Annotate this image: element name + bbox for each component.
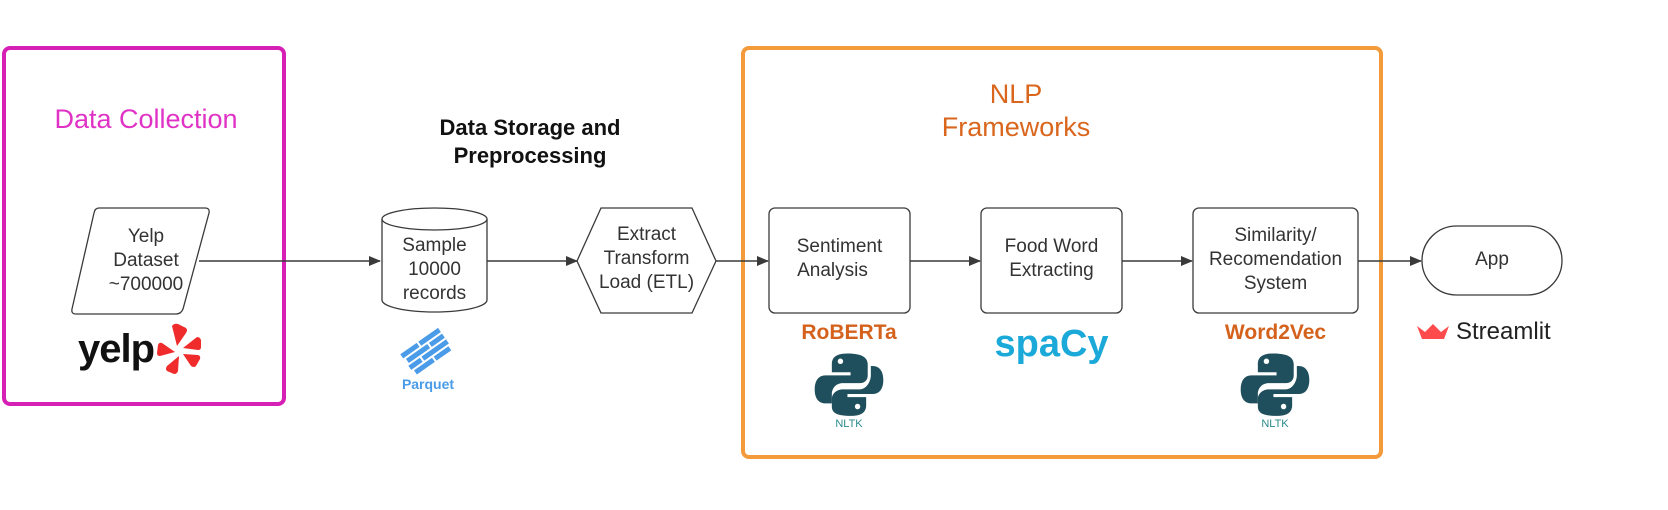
- app-label: App: [1475, 249, 1509, 270]
- nlp-frameworks-title: NLP Frameworks: [866, 78, 1166, 144]
- etl-line2: Transform: [603, 248, 690, 269]
- parquet-icon: [400, 327, 452, 375]
- similarity-system-shape: [1192, 207, 1359, 314]
- data-collection-title: Data Collection: [54, 104, 238, 134]
- sentiment-line1: Sentiment: [796, 236, 883, 257]
- sample-line3: records: [402, 283, 467, 304]
- spacy-logo-text: spaCy: [994, 323, 1109, 365]
- nlp-title-line1: NLP: [989, 79, 1043, 109]
- food-word-label: Food Word Extracting: [981, 235, 1122, 283]
- yelp-burst-icon: [157, 323, 201, 374]
- yelp-dataset-line3: ~700000: [108, 274, 184, 295]
- roberta-label: RoBERTa: [801, 321, 897, 344]
- etl-label: Extract Transform Load (ETL): [577, 223, 716, 295]
- sample-records-shape: [381, 207, 488, 313]
- streamlit-crown-icon: [1417, 324, 1449, 339]
- yelp-dataset-label: Yelp Dataset ~700000: [80, 225, 212, 297]
- similarity-label: Similarity/ Recomendation System: [1193, 224, 1358, 296]
- storage-title-line2: Preprocessing: [453, 143, 607, 168]
- sentiment-analysis-label: Sentiment Analysis: [769, 235, 910, 283]
- similarity-line3: System: [1243, 273, 1308, 294]
- sentiment-line2: Analysis: [797, 260, 868, 281]
- data-collection-frame: [2, 46, 286, 406]
- sentiment-analysis-shape: [768, 207, 911, 314]
- yelp-dataset-line2: Dataset: [113, 250, 179, 271]
- yelp-logo-text: yelp: [78, 327, 155, 371]
- streamlit-logo-text: Streamlit: [1456, 318, 1551, 345]
- etl-shape: [576, 207, 717, 314]
- yelp-dataset-shape: [71, 207, 210, 315]
- food-word-extracting-shape: [980, 207, 1123, 314]
- nltk-label-2: NLTK: [1261, 418, 1289, 430]
- nlp-frameworks-frame: [741, 46, 1383, 459]
- similarity-line2: Recomendation: [1208, 249, 1343, 270]
- food-word-line1: Food Word: [1004, 236, 1099, 257]
- nlp-title-line2: Frameworks: [941, 112, 1091, 142]
- nltk-label-1: NLTK: [835, 418, 863, 430]
- etl-line3: Load (ETL): [598, 272, 695, 293]
- food-word-line2: Extracting: [1009, 260, 1094, 281]
- storage-title: Data Storage and Preprocessing: [380, 114, 680, 170]
- storage-title-line1: Data Storage and: [439, 115, 621, 140]
- sample-records-label: Sample 10000 records: [382, 234, 487, 306]
- app-shape: [1421, 225, 1563, 296]
- sample-line2: 10000: [408, 259, 461, 280]
- etl-line1: Extract: [616, 224, 677, 245]
- yelp-dataset-line1: Yelp: [127, 226, 165, 247]
- python-icon: [814, 353, 884, 416]
- similarity-line1: Similarity/: [1234, 225, 1317, 246]
- sample-line1: Sample: [402, 235, 467, 256]
- python-icon: [1240, 353, 1310, 416]
- parquet-logo-text: Parquet: [401, 376, 455, 392]
- word2vec-label: Word2Vec: [1224, 321, 1327, 344]
